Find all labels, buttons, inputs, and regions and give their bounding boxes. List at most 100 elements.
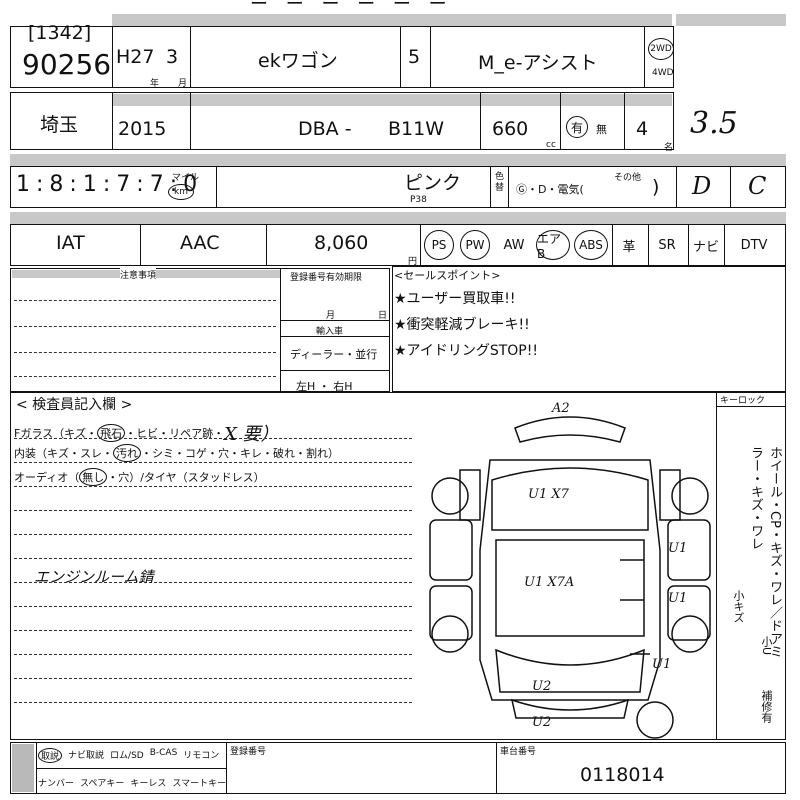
footer-item: キーレス — [130, 779, 167, 789]
fuel-other-label: その他 — [614, 173, 642, 183]
footer-item: B-CAS — [149, 748, 178, 758]
repair-label: 補修有 — [760, 690, 773, 723]
footer-item: スペアキー — [80, 779, 125, 789]
door-count: 5 — [408, 46, 421, 68]
row4-header-band — [10, 212, 786, 224]
footer-item-manual-circled: 取説 — [38, 748, 63, 763]
row2-box — [10, 92, 674, 150]
inspector-line-windshield: Fガラス（キズ・ 飛石 ・ヒビ・リペア跡・ X 要） — [14, 420, 279, 446]
footer-item: ロム/SD — [110, 751, 144, 761]
mileage-digit: 1 — [82, 172, 97, 197]
audio-post: ・穴）/タイヤ（スタッドレス） — [107, 471, 265, 484]
recycle-yes-circled: 有 — [566, 116, 588, 138]
diag-mark-rear-bumper: U2 — [532, 715, 551, 730]
reg-month-mark: 月 — [326, 311, 336, 321]
sales-point: ★ユーザー買取車!! — [394, 291, 516, 307]
recycle-fee: 8,060 — [314, 232, 369, 254]
year-mark: 年 — [150, 79, 160, 89]
small-scratch-label: 小キズ — [732, 590, 745, 623]
color-change-label: 色替 — [495, 172, 505, 193]
lot-number: 90256 — [22, 48, 112, 81]
diag-mark-right-front-door: U1 — [668, 541, 687, 556]
sheet-title-clipped: ー ー ー ー ー ー — [250, 0, 453, 15]
inspector-line-interior: 内装（キズ・スレ・ 汚れ ・シミ・コゲ・穴・キレ・破れ・割れ） — [14, 444, 339, 462]
diag-mark-right-quarter: U1 — [652, 657, 671, 672]
equip-dtv: DTV — [740, 237, 768, 253]
import-label: 輸入車 — [316, 327, 344, 337]
era-year: H27 — [116, 46, 155, 68]
footer-box — [10, 742, 786, 794]
inspector-handwritten-note: エンジンルーム錆 — [34, 568, 154, 586]
seats-unit: 名 — [664, 143, 674, 153]
windshield-pre: Fガラス（キズ・ — [14, 427, 98, 440]
row4-box — [10, 224, 786, 266]
diag-mark-roof-center: U1 X7A — [524, 575, 574, 590]
diag-mark-roof: A2 — [551, 401, 570, 416]
cc-unit: cc — [546, 140, 556, 150]
mileage-digit: 7 — [149, 172, 164, 197]
sales-points-title: <セールスポイント> — [394, 269, 501, 282]
first-reg-year: 2015 — [118, 118, 167, 140]
grade: M_e-アシスト — [478, 52, 598, 74]
row1-box — [10, 26, 674, 88]
keylock-label: キーロック — [720, 396, 766, 406]
reg-month: 3 — [166, 46, 179, 68]
interior-pre: 内装（キズ・スレ・ — [14, 447, 113, 460]
row3-box — [10, 166, 786, 208]
chassis-number: 0118014 — [580, 764, 665, 786]
notes-header: 注意事項 — [120, 268, 157, 281]
windshield-post: ・ヒビ・リペア跡・ — [125, 427, 225, 440]
mileage-digits: 1: 8: 1: 7: 7: 0 — [16, 172, 198, 197]
prefecture: 埼玉 — [40, 114, 79, 136]
dealer-import: ディーラー・並行 — [290, 348, 378, 361]
model-code: B11W — [388, 118, 444, 140]
inspector-box — [10, 392, 786, 740]
interior-dirty-circled: 汚れ — [113, 444, 141, 462]
right-legend-vertical: ホイール・CP・キズ・ワレ／ドアミラー・キズ・ワレ — [748, 446, 782, 658]
car-name: ekワゴン — [258, 50, 338, 72]
lot-bracket: [1342] — [28, 22, 92, 44]
diag-mark-right-rear-door: U1 — [668, 591, 687, 606]
footer-item: スマートキー — [172, 779, 227, 789]
chassis-label: 車台番号 — [500, 747, 537, 757]
km-circled: km — [168, 184, 194, 200]
model-prefix: DBA - — [298, 118, 352, 140]
row2-header-band — [112, 94, 672, 106]
equip-aw: AW — [503, 237, 525, 253]
month-mark: 月 — [178, 79, 188, 89]
windshield-handwritten: X 要） — [224, 424, 279, 445]
inspector-title: < 検査員記入欄 > — [16, 397, 133, 413]
mileage-digit: 1 — [16, 172, 30, 197]
audio-pre: オーディオ（ — [14, 471, 80, 484]
reg-number-label: 登録番号 — [230, 747, 267, 757]
interior-post: ・シミ・コゲ・穴・キレ・破れ・割れ） — [141, 447, 339, 460]
equip-leather: 革 — [622, 239, 636, 255]
footer-item: ナビ取説 — [68, 751, 105, 761]
score-header-band — [676, 14, 786, 26]
mileage-digit: 7 — [116, 172, 131, 197]
diag-mark-trunk: U2 — [532, 679, 551, 694]
displacement: 660 — [492, 118, 529, 140]
recycle-no: 無 — [596, 123, 607, 136]
fuel-close-paren: ) — [652, 176, 660, 198]
registration-box — [280, 268, 390, 392]
footer-items-row1: 取説 ナビ取説 ロム/SD B-CAS リモコン — [38, 748, 219, 763]
row1-header-band — [112, 14, 672, 26]
footer-items-row2: ナンバー スペアキー キーレス スマートキー — [38, 776, 226, 789]
sales-point: ★衝突軽減ブレーキ!! — [394, 317, 530, 333]
car-damage-diagram: A2 U1 X7 U1 U1 X7A U1 U1 U2 U2 — [429, 401, 711, 739]
seats: 4 — [636, 118, 649, 140]
aircon: AAC — [180, 232, 220, 254]
footer-item: ナンバー — [38, 779, 75, 789]
equip-sr: SR — [658, 237, 676, 253]
inspector-line-audio: オーディオ（ 無し ・穴）/タイヤ（スタッドレス） — [14, 468, 265, 486]
diag-mark-hood: U1 X7 — [528, 487, 570, 502]
color: ピンク — [404, 172, 462, 194]
fuel-options: Ⓖ・D・電気( — [516, 183, 584, 196]
overall-score: 3.5 — [690, 106, 738, 141]
mile-label: マイル — [172, 173, 200, 183]
equip-navi: ナビ — [692, 239, 719, 255]
reg-expiry-label: 登録番号有効期限 — [290, 273, 363, 283]
equip-airbag: エアB — [536, 230, 570, 261]
